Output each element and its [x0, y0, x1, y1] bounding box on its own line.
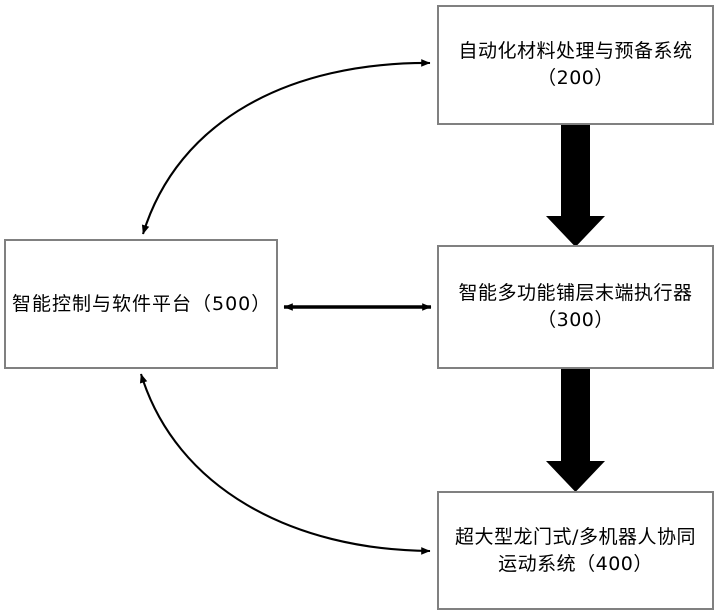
node-intelligent-multifunction-layup-end-effector[interactable]: 智能多功能铺层末端执行器 （300）: [437, 245, 714, 369]
node-intelligent-control-software-platform[interactable]: 智能控制与软件平台（500）: [4, 239, 278, 369]
node-automated-material-handling-preparation-system[interactable]: 自动化材料处理与预备系统 （200）: [437, 5, 714, 125]
node-label: 自动化材料处理与预备系统 （200）: [458, 40, 693, 89]
node-gantry-multi-robot-coordinated-motion-system[interactable]: 超大型龙门式/多机器人协同 运动系统（400）: [437, 491, 714, 610]
node-label: 超大型龙门式/多机器人协同 运动系统（400）: [455, 525, 696, 575]
connector-300-400: [546, 369, 605, 492]
node-label: 智能控制与软件平台（500）: [12, 292, 272, 315]
connector-500-200: [141, 59, 431, 235]
connector-200-300: [546, 124, 605, 247]
node-label: 智能多功能铺层末端执行器 （300）: [458, 282, 693, 331]
connector-500-400: [139, 373, 431, 555]
